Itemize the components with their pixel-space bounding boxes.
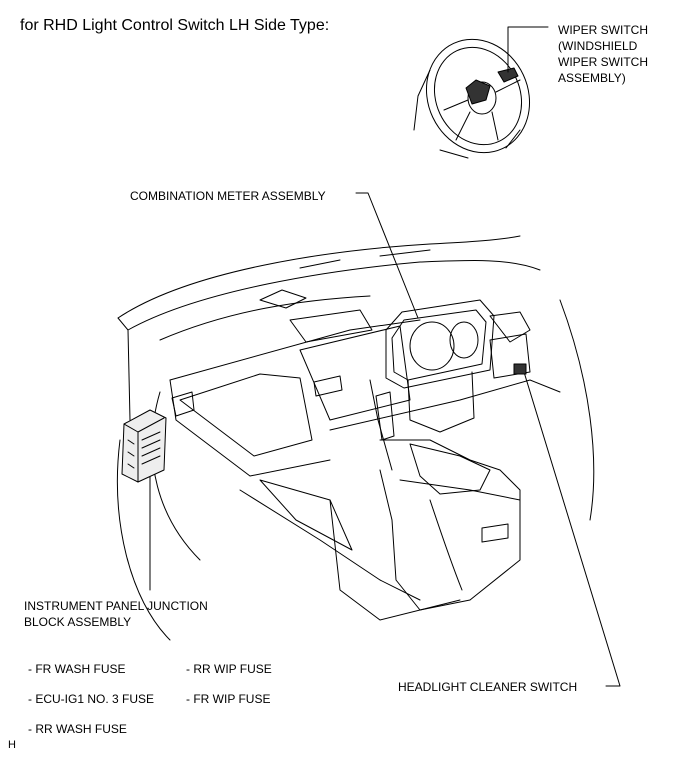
- right-frame-line: [559, 299, 595, 521]
- wiper-switch-label-line: (WINDSHIELD: [558, 39, 638, 53]
- fuse-rr-wash: - RR WASH FUSE: [28, 722, 127, 736]
- wiper-switch-leader: [507, 26, 549, 73]
- fuse-ecu-ig1: - ECU-IG1 NO. 3 FUSE: [28, 692, 155, 706]
- dashboard-outline: [117, 235, 561, 621]
- headlight-cleaner-switch-drawing: [513, 363, 527, 375]
- door-frame-line: [117, 439, 171, 641]
- wiper-switch-label-line: WIPER SWITCH: [558, 23, 648, 37]
- page-title: for RHD Light Control Switch LH Side Typ…: [20, 17, 330, 34]
- junction-block-label: INSTRUMENT PANEL JUNCTION BLOCK ASSEMBLY: [24, 598, 208, 630]
- junction-block-label-line: BLOCK ASSEMBLY: [24, 615, 132, 629]
- combination-meter-label: COMBINATION METER ASSEMBLY: [130, 189, 326, 203]
- fuse-fr-wip: - FR WIP FUSE: [186, 692, 271, 706]
- headlight-cleaner-leader: [523, 371, 621, 687]
- combination-meter-drawing: [385, 299, 531, 433]
- junction-block-label-line: INSTRUMENT PANEL JUNCTION: [24, 599, 208, 613]
- corner-mark: H: [8, 739, 16, 751]
- wiper-switch-label-line: WIPER SWITCH: [558, 55, 648, 69]
- headlight-cleaner-label: HEADLIGHT CLEANER SWITCH: [398, 680, 578, 694]
- wiper-switch-label-line: ASSEMBLY): [558, 71, 626, 85]
- combination-meter-leader: [355, 192, 419, 319]
- fuse-fr-wash: - FR WASH FUSE: [28, 662, 126, 676]
- fuse-rr-wip: - RR WIP FUSE: [186, 662, 272, 676]
- wiper-switch-label: WIPER SWITCH (WINDSHIELD WIPER SWITCH AS…: [558, 22, 648, 86]
- steering-wheel-drawing: [413, 38, 531, 159]
- center-console-drawing: [379, 439, 521, 611]
- junction-block-drawing: [121, 409, 167, 483]
